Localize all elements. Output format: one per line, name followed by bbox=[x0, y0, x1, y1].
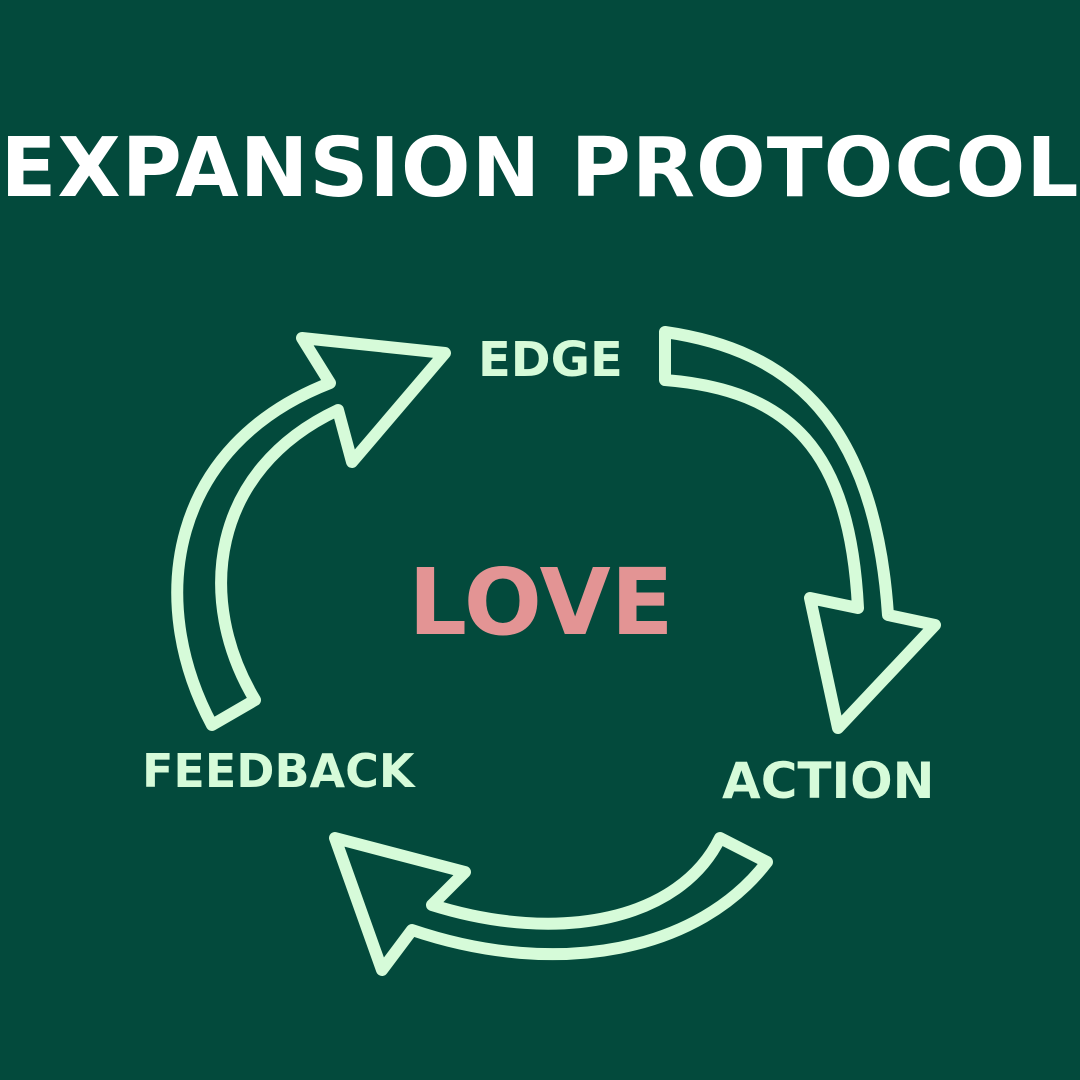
arrow-edge-to-action bbox=[659, 326, 941, 734]
diagram-title: EXPANSION PROTOCOL bbox=[0, 121, 1080, 216]
node-label-edge: EDGE bbox=[478, 332, 623, 388]
center-label: LOVE bbox=[408, 549, 674, 656]
arrow-feedback-to-edge bbox=[171, 332, 451, 731]
node-label-action: ACTION bbox=[722, 752, 935, 810]
arrow-action-to-feedback bbox=[329, 832, 773, 976]
node-label-feedback: FEEDBACK bbox=[142, 744, 415, 798]
